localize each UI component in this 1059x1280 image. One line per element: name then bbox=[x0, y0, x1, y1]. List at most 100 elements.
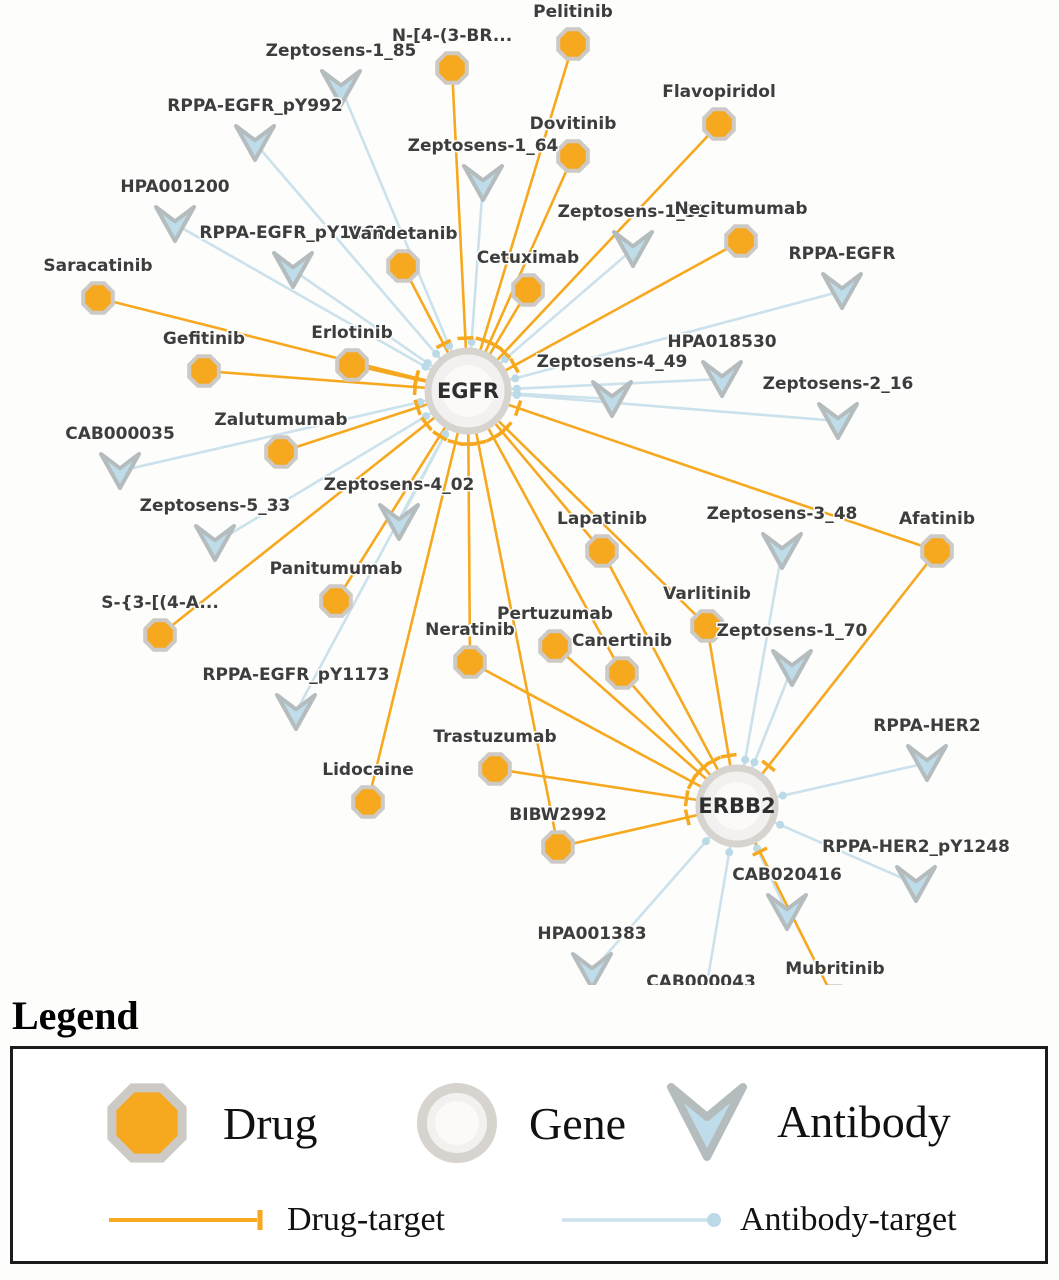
gene-circle-icon bbox=[417, 1083, 497, 1163]
drug-node bbox=[690, 609, 724, 643]
drug-label: Dovitinib bbox=[530, 114, 617, 134]
drug-target-edge bbox=[203, 369, 469, 393]
drug-target-edge bbox=[366, 390, 470, 803]
legend-antibody-label: Antibody bbox=[777, 1095, 951, 1147]
drug-node bbox=[556, 27, 590, 61]
drug-label: Lapatinib bbox=[557, 509, 647, 529]
drug-edge-tee bbox=[683, 790, 690, 807]
antibody-edge-dot bbox=[702, 837, 710, 846]
antibody-node bbox=[766, 893, 808, 931]
drug-target-line-icon bbox=[109, 1210, 263, 1230]
drug-node bbox=[81, 281, 115, 315]
legend-box: Drug Gene Antibody Drug-target bbox=[10, 1046, 1048, 1264]
drug-edge-tee bbox=[513, 399, 523, 417]
drug-node bbox=[319, 584, 353, 618]
drug-node bbox=[453, 645, 487, 679]
edge-markers bbox=[412, 335, 787, 857]
gene-label: ERBB2 bbox=[698, 794, 775, 818]
antibody-label: Zeptosens-1_64 bbox=[408, 136, 559, 156]
drug-node bbox=[478, 752, 512, 786]
drug-label: Pertuzumab bbox=[497, 604, 613, 624]
drug-edge-tee bbox=[683, 809, 691, 826]
antibody-node bbox=[194, 524, 236, 562]
drug-edge-tee bbox=[412, 371, 420, 388]
drug-label: Flavopiridol bbox=[662, 82, 776, 102]
drug-label: Mubritinib bbox=[785, 959, 884, 979]
antibody-node bbox=[272, 251, 314, 289]
drug-edge-tee bbox=[487, 339, 503, 352]
labels: EGFRERBB2Zeptosens-1_85RPPA-EGFR_pY992Ze… bbox=[42, 1, 1011, 986]
drug-label: Neratinib bbox=[425, 620, 515, 640]
legend-drug-label: Drug bbox=[223, 1097, 318, 1149]
antibody-node bbox=[462, 164, 504, 202]
drug-target-edge bbox=[600, 550, 739, 807]
antibody-edge-dot bbox=[776, 820, 785, 829]
legend-antibody-target-label: Antibody-target bbox=[740, 1201, 957, 1238]
drug-label: BIBW2992 bbox=[509, 805, 606, 825]
drug-target-edge bbox=[466, 43, 575, 392]
gene-node-inner bbox=[713, 782, 761, 830]
antibody-node bbox=[275, 693, 317, 731]
drug-edge-tee bbox=[720, 752, 737, 759]
antibody-node bbox=[99, 452, 141, 490]
antibody-label: HPA001383 bbox=[537, 924, 646, 944]
antibody-label: Zeptosens-5_33 bbox=[140, 496, 291, 516]
antibody-edge-dot bbox=[778, 791, 787, 800]
drug-node bbox=[556, 139, 590, 173]
drug-target-edge bbox=[466, 390, 560, 848]
antibody-target-edge bbox=[467, 389, 839, 423]
antibody-edge-dot bbox=[467, 338, 476, 347]
drug-node bbox=[386, 249, 420, 283]
drug-edge-tee bbox=[457, 335, 474, 341]
drug-edge-tee bbox=[498, 421, 513, 436]
antibody-edge-dot bbox=[511, 374, 520, 383]
antibody-target-edge bbox=[174, 222, 469, 393]
antibody-node bbox=[817, 402, 859, 440]
antibody-node bbox=[591, 380, 633, 418]
antibody-label: Zeptosens-1_70 bbox=[717, 621, 868, 641]
drug-node bbox=[435, 51, 469, 85]
antibody-node bbox=[378, 503, 420, 541]
drug-label: Lidocaine bbox=[322, 760, 414, 780]
antibody-label: HPA018530 bbox=[667, 332, 776, 352]
antibody-label: Zeptosens-4_49 bbox=[537, 352, 688, 372]
drug-node bbox=[920, 534, 954, 568]
drug-edge-tee bbox=[761, 759, 776, 773]
drug-edge-tee bbox=[692, 765, 706, 780]
antibody-edge-dot bbox=[725, 848, 734, 857]
antibody-label: CAB020416 bbox=[732, 865, 842, 885]
drug-edge-tee bbox=[420, 416, 433, 432]
antibody-node bbox=[154, 205, 196, 243]
antibody-label: CAB000043 bbox=[646, 972, 756, 985]
antibody-label: Zeptosens-4_02 bbox=[324, 475, 475, 495]
antibody-target-edge bbox=[294, 390, 470, 713]
drug-label: Pelitinib bbox=[533, 2, 613, 22]
drug-node bbox=[264, 435, 298, 469]
drug-node bbox=[702, 107, 736, 141]
drug-label: Trastuzumab bbox=[433, 727, 556, 747]
legend-item-drug-target: Drug-target bbox=[105, 1201, 445, 1239]
antibody-node bbox=[320, 69, 362, 107]
drug-label: S-{3-[(4-A... bbox=[101, 593, 219, 613]
drug-node bbox=[538, 629, 572, 663]
drug-label: Gefitinib bbox=[163, 329, 245, 349]
drug-edge-tee bbox=[432, 430, 448, 442]
antibody-label: Zeptosens-1_31 bbox=[558, 202, 709, 222]
drug-label: N-[4-(3-BR... bbox=[392, 26, 512, 46]
drug-node bbox=[585, 534, 619, 568]
drug-label: Necitumumab bbox=[674, 199, 807, 219]
antibody-node bbox=[771, 649, 813, 687]
legend-item-gene: Gene bbox=[411, 1077, 626, 1169]
drug-label: Canertinib bbox=[572, 631, 672, 651]
drug-edge-tee bbox=[509, 357, 520, 374]
antibody-edge-dot bbox=[750, 758, 759, 767]
antibody-edge-dot bbox=[741, 755, 750, 764]
antibody-chevron-icon bbox=[667, 1083, 747, 1161]
antibody-label: RPPA-HER2_pY1248 bbox=[822, 837, 1010, 857]
drug-target-edge bbox=[159, 389, 469, 637]
antibody-node bbox=[895, 865, 937, 903]
antibody-target-edge bbox=[467, 289, 843, 393]
antibody-edge-dot bbox=[512, 391, 521, 399]
drug-target-edges bbox=[97, 43, 939, 985]
